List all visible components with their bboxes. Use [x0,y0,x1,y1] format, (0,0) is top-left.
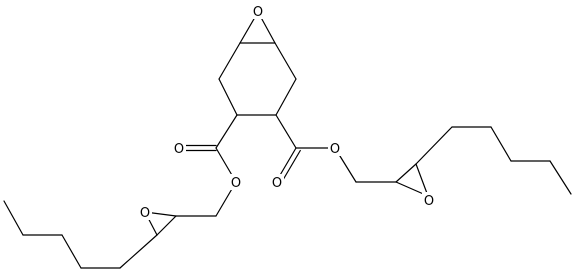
left-ester-group [175,114,238,217]
chain-bond [61,234,82,269]
oxirane-bond [415,163,429,197]
left-oxirane-oxygen-atom: O [138,204,152,221]
right-oxirane-oxygen-label: O [424,194,434,209]
right-ester-oxygen-label: O [330,142,340,157]
left-ester-oxygen-label: O [231,176,241,191]
atom-labels: O O O O O O O [138,3,436,221]
left-carbonyl-oxygen-atom: O [172,140,186,157]
left-carbonyl-oxygen-label: O [174,142,184,157]
chain-bond [3,200,24,236]
chain-bond [119,234,158,269]
single-bond [275,114,297,149]
ring-bond [274,42,297,80]
right-oxirane-oxygen-atom: O [422,192,436,209]
oxirane-bond [395,163,417,183]
oxirane-bond [156,215,177,236]
ring-bond [275,78,297,116]
epoxide-oxygen-label: O [253,5,263,20]
left-ester-oxygen-atom: O [229,174,243,191]
chain-bond [490,126,512,162]
cyclohexane-ring [218,42,297,116]
ring-bond [218,78,238,116]
right-oxirane-group [395,126,572,197]
epoxide-oxygen-atom: O [251,3,265,20]
chain-bond [549,160,572,195]
right-ester-oxygen-atom: O [328,140,342,157]
right-carbonyl-oxygen-atom: O [270,174,284,191]
left-oxirane-oxygen-label: O [140,206,150,221]
right-carbonyl-oxygen-label: O [272,176,282,191]
ring-bond [218,42,241,80]
single-bond [215,114,238,149]
chain-bond [415,126,453,165]
